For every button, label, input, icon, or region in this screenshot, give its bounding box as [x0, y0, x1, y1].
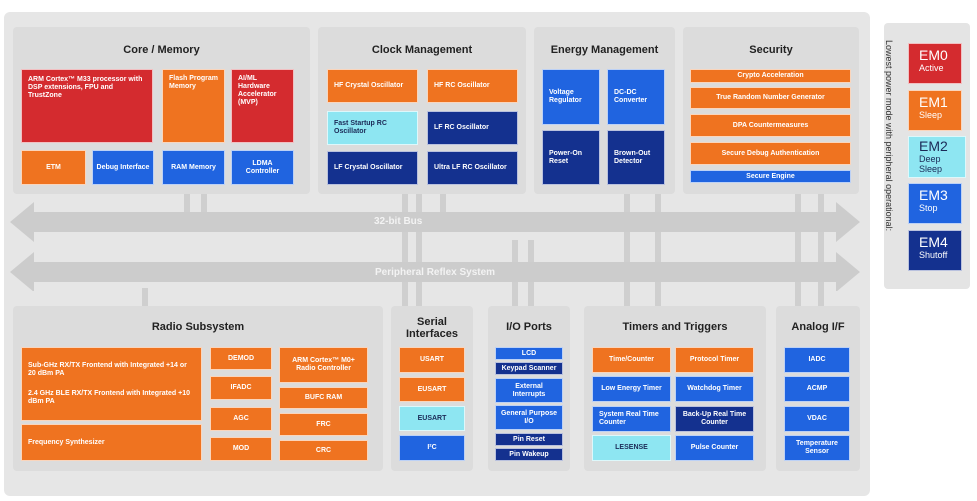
keypad-scanner-block: Keypad Scanner [495, 362, 563, 375]
clock-management-panel: Clock Management HF Crystal Oscillator H… [318, 27, 526, 194]
panel-title: Analog I/F [791, 321, 845, 333]
lcd-block: LCD [495, 347, 563, 360]
backup-rtc-block: Back-Up Real Time Counter [675, 406, 754, 432]
energy-mode-legend-label: Lowest power mode with peripheral operat… [884, 40, 894, 232]
dcdc-converter-block: DC-DC Converter [607, 69, 665, 125]
connector [201, 194, 207, 214]
secure-debug-block: Secure Debug Authentication [690, 142, 851, 165]
secure-engine-block: Secure Engine [690, 170, 851, 183]
analog-if-panel: Analog I/F IADC ACMP VDAC Temperature Se… [776, 306, 860, 471]
brown-out-detector-block: Brown-Out Detector [607, 130, 665, 185]
connector [624, 194, 630, 306]
i2c-block: I²C [399, 435, 465, 461]
lf-rc-block: LF RC Oscillator [427, 111, 518, 145]
frequency-synthesizer-block: Frequency Synthesizer [21, 424, 202, 461]
connector [795, 194, 801, 306]
subghz-frontend-text: Sub-GHz RX/TX Frontend with Integrated +… [28, 362, 187, 377]
connector [655, 194, 661, 306]
panel-title: Core / Memory [123, 44, 200, 56]
bus-prs-label: Peripheral Reflex System [375, 267, 496, 278]
watchdog-timer-block: Watchdog Timer [675, 376, 754, 402]
eusart-block-1: EUSART [399, 377, 465, 402]
energy-management-panel: Energy Management Voltage Regulator DC-D… [534, 27, 675, 194]
bus-32bit-arrow [10, 202, 860, 242]
lf-crystal-block: LF Crystal Oscillator [327, 151, 418, 185]
em3-box: EM3 Stop [908, 183, 962, 224]
temperature-sensor-block: Temperature Sensor [784, 435, 850, 461]
crypto-acceleration-block: Crypto Acceleration [690, 69, 851, 83]
external-interrupts-block: External Interrupts [495, 378, 563, 403]
serial-interfaces-panel: Serial Interfaces USART EUSART EUSART I²… [391, 306, 473, 471]
radio-frontend-block: Sub-GHz RX/TX Frontend with Integrated +… [21, 347, 202, 421]
fast-startup-rc-block: Fast Startup RC Oscillator [327, 111, 418, 145]
panel-title: Clock Management [371, 44, 473, 56]
connector [142, 288, 148, 306]
hf-crystal-block: HF Crystal Oscillator [327, 69, 418, 103]
ai-accelerator-block: AI/ML Hardware Accelerator (MVP) [231, 69, 294, 143]
bus-prs-arrow [10, 252, 860, 291]
low-energy-timer-block: Low Energy Timer [592, 376, 671, 402]
bus-32bit-label: 32-bit Bus [374, 216, 423, 227]
ram-memory-block: RAM Memory [162, 150, 225, 185]
pin-reset-block: Pin Reset [495, 433, 563, 446]
arm-m0-block: ARM Cortex™ M0+ Radio Controller [279, 347, 368, 383]
pin-wakeup-block: Pin Wakeup [495, 448, 563, 461]
connector [184, 194, 190, 214]
timer-counter-block: Time/Counter [592, 347, 671, 373]
connector [416, 194, 422, 306]
ldma-controller-block: LDMA Controller [231, 150, 294, 185]
em2-box: EM2 Deep Sleep [908, 136, 966, 178]
ble-frontend-text: 2.4 GHz BLE RX/TX Frontend with Integrat… [28, 390, 190, 405]
panel-title: Radio Subsystem [151, 321, 245, 333]
true-random-block: True Random Number Generator [690, 87, 851, 109]
em4-box: EM4 Shutoff [908, 230, 962, 271]
arm-m33-block: ARM Cortex™ M33 processor with DSP exten… [21, 69, 153, 143]
pulse-counter-block: Pulse Counter [675, 435, 754, 461]
frc-block: FRC [279, 413, 368, 436]
power-on-reset-block: Power-On Reset [542, 130, 600, 185]
iadc-block: IADC [784, 347, 850, 373]
connector [818, 194, 824, 306]
panel-title: Security [749, 44, 793, 56]
crc-block: CRC [279, 440, 368, 461]
core-memory-panel: Core / Memory ARM Cortex™ M33 processor … [13, 27, 310, 194]
panel-title: I/O Ports [506, 321, 552, 333]
gpio-block: General Purpose I/O [495, 405, 563, 430]
flash-memory-block: Flash Program Memory [162, 69, 225, 143]
hf-rc-block: HF RC Oscillator [427, 69, 518, 103]
lesense-block: LESENSE [592, 435, 671, 461]
vdac-block: VDAC [784, 406, 850, 432]
timers-triggers-panel: Timers and Triggers Time/Counter Protoco… [584, 306, 766, 471]
panel-title: Energy Management [550, 44, 659, 56]
protocol-timer-block: Protocol Timer [675, 347, 754, 373]
bus-arrows [10, 202, 860, 291]
em0-box: EM0 Active [908, 43, 962, 84]
panel-title: Serial Interfaces [406, 316, 458, 340]
mod-block: MOD [210, 437, 272, 461]
ultra-lf-rc-block: Ultra LF RC Oscillator [427, 151, 518, 185]
etm-block: ETM [21, 150, 86, 185]
ifadc-block: IFADC [210, 376, 272, 400]
demod-block: DEMOD [210, 347, 272, 370]
connector [402, 194, 408, 306]
radio-subsystem-panel: Radio Subsystem Sub-GHz RX/TX Frontend w… [13, 306, 383, 471]
voltage-regulator-block: Voltage Regulator [542, 69, 600, 125]
io-ports-panel: I/O Ports LCD Keypad Scanner External In… [488, 306, 570, 471]
agc-block: AGC [210, 407, 272, 431]
connector [440, 194, 446, 214]
em1-box: EM1 Sleep [908, 90, 962, 131]
usart-block: USART [399, 347, 465, 373]
eusart-block-2: EUSART [399, 406, 465, 431]
debug-interface-block: Debug Interface [92, 150, 154, 185]
panel-title: Timers and Triggers [622, 321, 728, 333]
bufc-ram-block: BUFC RAM [279, 387, 368, 409]
dpa-countermeasures-block: DPA Countermeasures [690, 114, 851, 137]
security-panel: Security Crypto Acceleration True Random… [683, 27, 859, 194]
system-rtc-block: System Real Time Counter [592, 406, 671, 432]
acmp-block: ACMP [784, 376, 850, 402]
